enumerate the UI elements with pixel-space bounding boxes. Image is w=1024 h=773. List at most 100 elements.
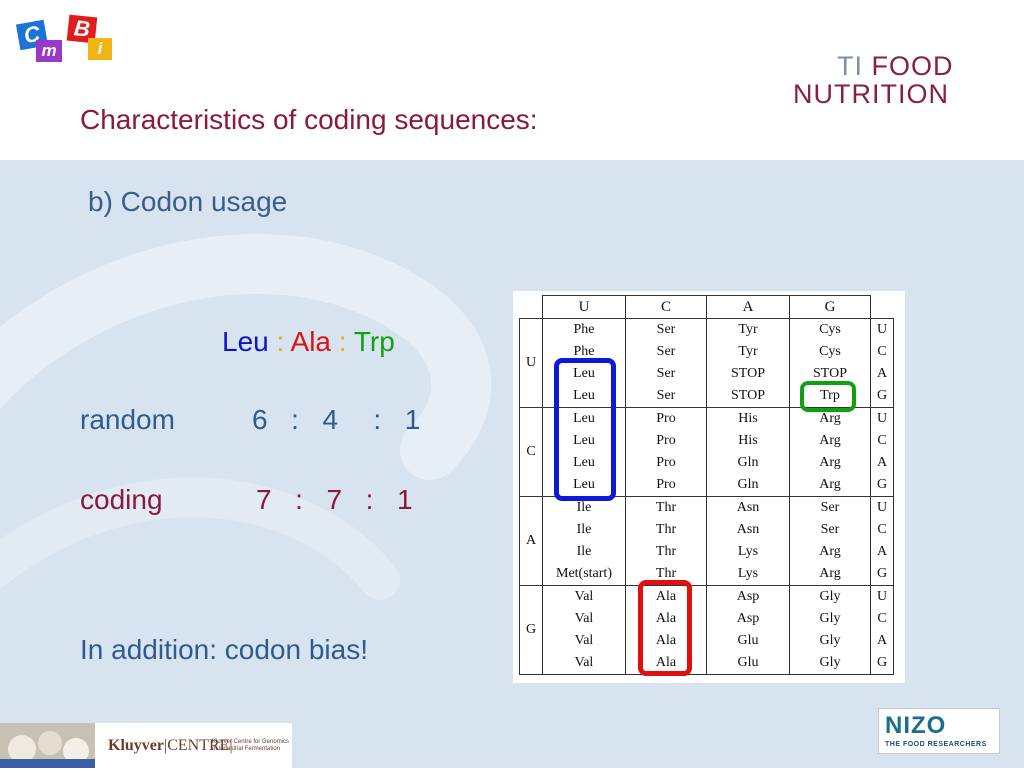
codon-cell: Leu — [573, 411, 595, 426]
first-base: U — [519, 318, 543, 408]
codon-cell: Ala — [655, 633, 677, 648]
codon-cell: Arg — [819, 477, 841, 492]
coding-ratio: 7 : 7 : 1 — [256, 484, 413, 515]
amino-acid-legend: Leu : Ala : Trp — [222, 326, 395, 358]
header-cell: U — [542, 295, 626, 319]
random-ratio: 6 : 4 : 1 — [252, 404, 421, 435]
tifn-logo: TI FOOD NUTRITION — [793, 52, 954, 108]
codon-cell: Leu — [573, 388, 595, 403]
codon-cell: Pro — [656, 477, 676, 492]
codon-cell: Thr — [655, 544, 677, 559]
codon-cell: Thr — [655, 500, 677, 515]
legend-ala: Ala — [290, 326, 331, 357]
header-cell: G — [789, 295, 871, 319]
third-base: C — [877, 433, 887, 448]
nizo-logo-text: NIZO — [885, 712, 947, 739]
codon-cell: Val — [574, 589, 594, 604]
codon-cell: STOP — [731, 366, 765, 381]
codon-cell: Cys — [819, 322, 841, 337]
codon-cell: Arg — [819, 411, 841, 426]
codon-cell: Lys — [737, 566, 759, 581]
codon-cell: Val — [574, 611, 594, 626]
ala-highlight-box — [638, 580, 692, 676]
codon-cell: Trp — [820, 388, 840, 403]
third-base: U — [876, 589, 888, 604]
random-label: random — [80, 404, 175, 435]
header-cell: C — [625, 295, 707, 319]
kluyver-name: Kluyver|CENTRE| — [108, 737, 233, 754]
codon-cell: Gln — [737, 455, 759, 470]
third-base: A — [876, 455, 888, 470]
codon-cell: Gly — [819, 633, 841, 648]
codon-cell: Arg — [819, 544, 841, 559]
codon-cell: Thr — [655, 566, 677, 581]
first-base: A — [519, 496, 543, 586]
third-base: A — [876, 366, 888, 381]
codon-cell: Phe — [573, 344, 595, 359]
codon-cell: Val — [574, 655, 594, 670]
slide-title: Characteristics of coding sequences: — [80, 104, 538, 135]
codon-table-header: U C A G — [520, 295, 894, 319]
codon-cell: Pro — [656, 433, 676, 448]
cmbi-logo-m: m — [36, 40, 62, 62]
codon-cell: Ser — [656, 344, 676, 359]
codon-cell: Leu — [573, 366, 595, 381]
codon-cell: Leu — [573, 477, 595, 492]
codon-cell: Ile — [576, 500, 592, 515]
codon-cell: Arg — [819, 433, 841, 448]
codon-cell: Ala — [655, 611, 677, 626]
leu-highlight-box — [554, 358, 616, 501]
third-base: U — [876, 411, 888, 426]
third-base: G — [876, 655, 888, 670]
third-base: U — [876, 322, 888, 337]
codon-cell: Ala — [655, 589, 677, 604]
third-base: G — [876, 388, 888, 403]
trp-highlight-box — [800, 381, 856, 412]
codon-bias-note: In addition: codon bias! — [80, 634, 368, 665]
codon-cell: Ser — [656, 366, 676, 381]
third-base: A — [876, 544, 888, 559]
codon-cell: Glu — [737, 655, 759, 670]
legend-separator: : — [330, 326, 354, 357]
codon-cell: Arg — [819, 455, 841, 470]
codon-cell: Ile — [576, 522, 592, 537]
codon-cell: Ser — [656, 388, 676, 403]
shells-image — [0, 723, 95, 768]
cmbi-logo-i: i — [88, 38, 112, 60]
nizo-logo: NIZO THE FOOD RESEARCHERS — [878, 708, 1000, 754]
tifn-logo-ti: TI — [837, 51, 863, 81]
codon-cell: Ser — [820, 500, 840, 515]
header-cell: A — [706, 295, 790, 319]
codon-cell: STOP — [813, 366, 847, 381]
codon-cell: Met(start) — [556, 566, 612, 581]
subtitle: b) Codon usage — [88, 186, 288, 217]
codon-cell: Phe — [573, 322, 595, 337]
codon-cell: Asp — [736, 611, 760, 626]
codon-cell: Val — [574, 633, 594, 648]
codon-cell: Gly — [819, 611, 841, 626]
tifn-logo-food: FOOD — [871, 51, 954, 81]
third-base: G — [876, 566, 888, 581]
codon-cell: Arg — [819, 566, 841, 581]
third-base: G — [876, 477, 888, 492]
coding-label: coding — [80, 484, 163, 515]
codon-cell: Glu — [737, 633, 759, 648]
codon-cell: Tyr — [738, 344, 758, 359]
third-base: U — [876, 500, 888, 515]
legend-trp: Trp — [353, 326, 395, 357]
codon-cell: Gly — [819, 655, 841, 670]
third-base: C — [877, 522, 887, 537]
legend-leu: Leu — [222, 326, 269, 357]
kluyver-centre-logo: Kluyver|CENTRE| Kluyver Centre for Genom… — [0, 723, 292, 768]
legend-separator: : — [268, 326, 291, 357]
codon-cell: Leu — [573, 433, 595, 448]
codon-cell: Asn — [736, 500, 760, 515]
slide-header: C m B i TI FOOD NUTRITION Characteristic… — [0, 0, 1024, 160]
codon-cell: Ala — [655, 655, 677, 670]
codon-cell: Ile — [576, 544, 592, 559]
kluyver-subtitle: Kluyver Centre for Genomics of Industria… — [212, 739, 290, 752]
codon-cell: Gln — [737, 477, 759, 492]
